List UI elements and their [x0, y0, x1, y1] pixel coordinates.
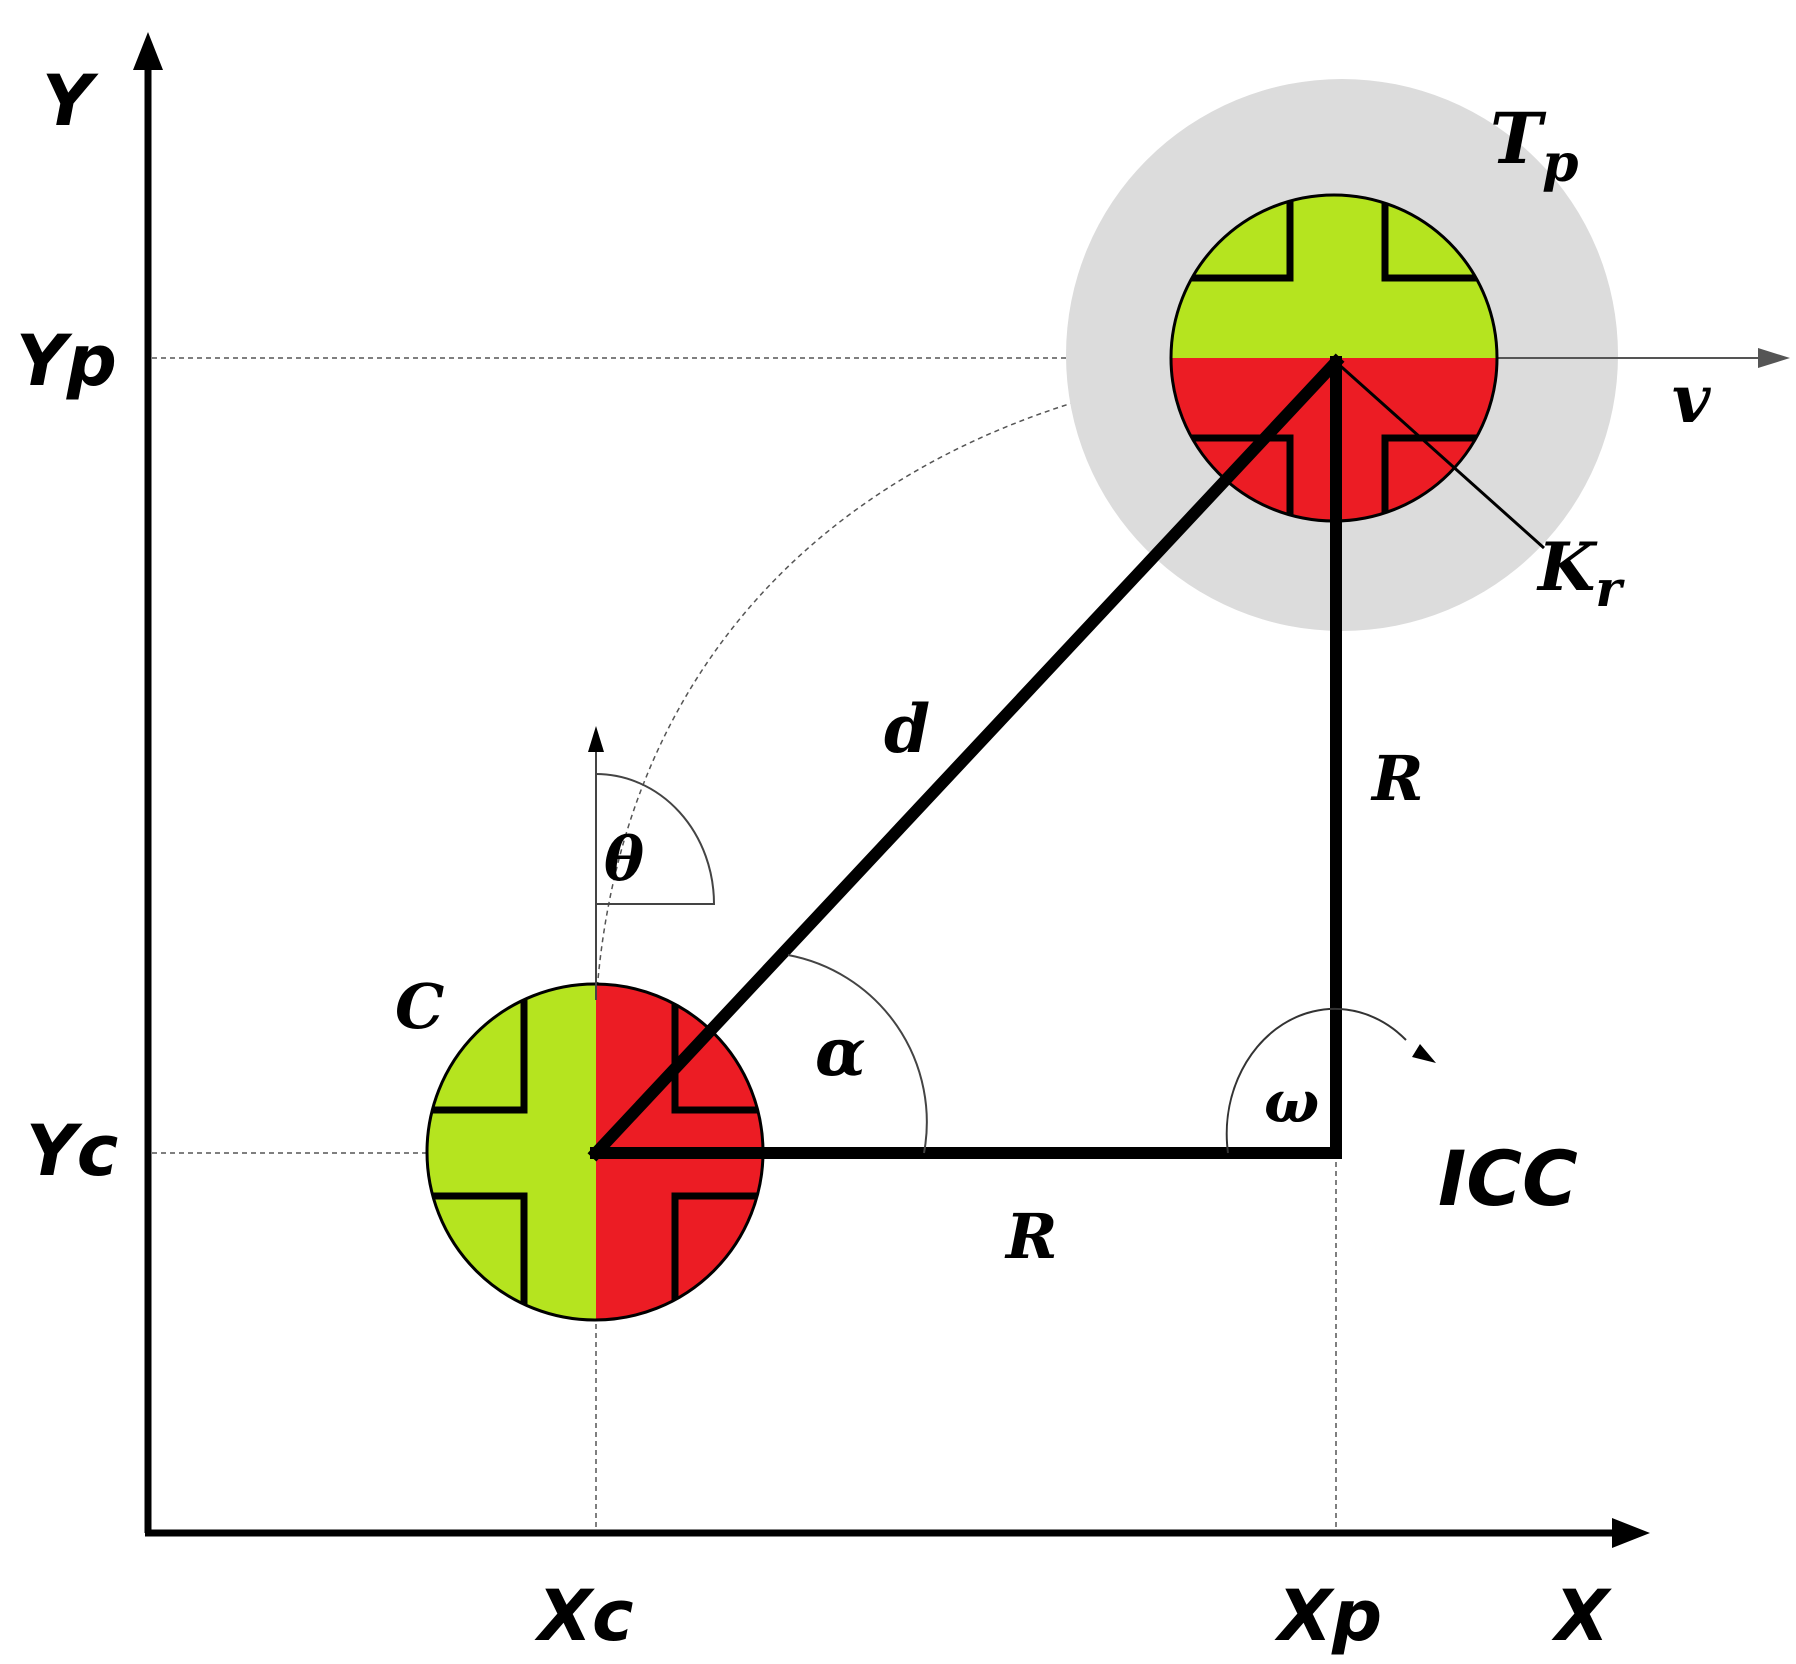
omega-label: ω — [1264, 1068, 1319, 1136]
alpha-label: α — [815, 1013, 866, 1091]
coordinate-axes — [133, 32, 1650, 1548]
c-label: C — [395, 970, 444, 1043]
radius-r-horizontal-label: R — [1004, 1200, 1058, 1273]
y-axis-label: Y — [42, 60, 99, 142]
v-label: v — [1672, 360, 1711, 438]
heading-reference — [588, 726, 716, 1000]
heading-arrowhead — [588, 726, 604, 752]
x-axis-label: X — [1551, 1575, 1612, 1657]
omega-arc — [1225, 1007, 1407, 1154]
yc-label: Yc — [26, 1110, 118, 1192]
theta-arc — [595, 773, 716, 905]
distance-d-label: d — [884, 690, 930, 768]
kr-label-sub: r — [1595, 559, 1625, 618]
velocity-arrowhead — [1758, 348, 1790, 368]
tp-label: Tp — [1490, 97, 1578, 194]
icc-label: ICC — [1438, 1134, 1578, 1223]
geometry-triangle — [587, 353, 1345, 1162]
yp-label: Yp — [16, 320, 117, 402]
labels: Y X Yp Yc Xc Xp Tp v Kr d R R θ α ω C IC… — [16, 60, 1711, 1657]
kr-label-main: K — [1536, 528, 1598, 606]
y-axis-arrowhead — [133, 32, 163, 70]
distance-d-line — [587, 353, 1345, 1162]
xp-label: Xp — [1274, 1575, 1382, 1657]
theta-label: θ — [604, 825, 644, 895]
omega-rotation — [1225, 1007, 1436, 1154]
kr-label: Kr — [1536, 528, 1625, 618]
tp-label-sub: p — [1542, 133, 1578, 194]
kr-pointer-line — [1335, 360, 1545, 550]
tp-label-main: T — [1490, 97, 1547, 180]
radius-r-vertical-label: R — [1370, 742, 1424, 815]
x-axis-arrowhead — [1612, 1518, 1650, 1548]
alpha-arc — [787, 954, 928, 1154]
robot-p-cross-pattern — [1190, 195, 1480, 521]
robot-c-cross-pattern — [427, 1000, 763, 1310]
xc-label: Xc — [534, 1575, 633, 1657]
omega-arrowhead — [1412, 1044, 1436, 1063]
robot-c-green-half — [427, 984, 596, 1320]
